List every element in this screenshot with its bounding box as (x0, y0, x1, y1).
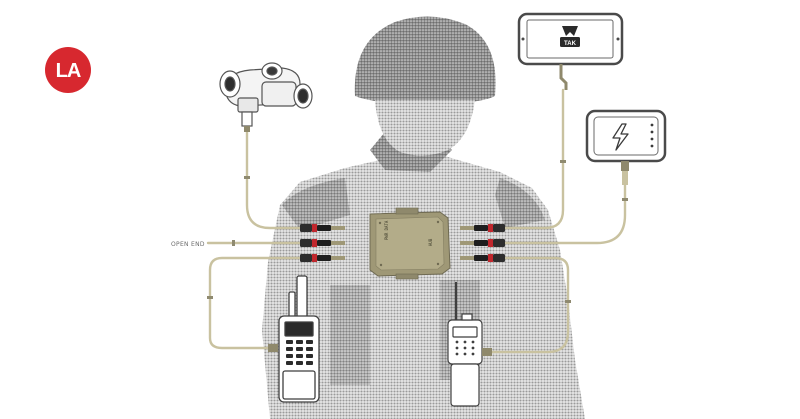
battery-icon (585, 109, 667, 185)
connectors-left (300, 224, 345, 262)
night-vision-goggles-icon (219, 62, 313, 132)
hub-bottom-tab (395, 273, 419, 280)
lightning-bolt-icon (612, 123, 629, 151)
hub-label-1: PWR DATA (384, 220, 389, 240)
ferrule (622, 198, 628, 201)
ferrule (207, 296, 213, 299)
cable-tablet (503, 88, 565, 230)
connector-right-2 (460, 239, 505, 247)
connector-right-1 (460, 224, 505, 232)
ferrule (565, 300, 571, 303)
radio-keypad (455, 340, 475, 356)
handheld-radio-icon (447, 282, 492, 407)
radio-keypad (286, 340, 313, 365)
connector-left-2 (300, 239, 345, 247)
connector-left-3 (300, 254, 345, 262)
hub-screws (378, 220, 440, 267)
battery-status-dots (650, 123, 654, 148)
cable-ferrules (207, 160, 628, 303)
power-data-hub-icon: PWR DATA HUB (369, 207, 451, 280)
connector-right-3 (460, 254, 505, 262)
cable-radio-left (208, 256, 302, 350)
ferrule (244, 176, 250, 179)
connectors-right (460, 224, 505, 262)
cable-layer (206, 88, 627, 354)
logo-circle (45, 47, 91, 93)
cable-battery (503, 183, 627, 245)
hub-label-2: HUB (428, 238, 433, 246)
ferrule (560, 160, 566, 163)
logo-text: LA (56, 60, 81, 82)
connector-left-1 (300, 224, 345, 232)
brand-logo: LA (45, 47, 91, 93)
tak-badge-text: TAK (564, 41, 577, 47)
hub-top-tab (395, 207, 419, 215)
ferrule (232, 240, 235, 246)
tak-logo: TAK (560, 26, 580, 47)
tablet-icon: TAK (517, 12, 624, 90)
cable-night-vision (245, 128, 302, 230)
open-end-label: OPEN END (171, 241, 205, 248)
handheld-radio-icon (268, 275, 320, 403)
